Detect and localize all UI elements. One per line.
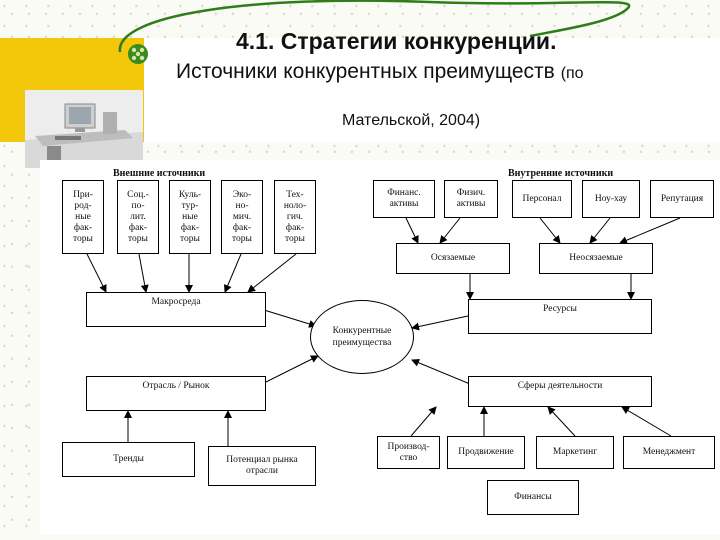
- computer-icon: [25, 90, 143, 168]
- industry-market-box: Отрасль / Рынок: [86, 376, 266, 411]
- factor-natural: При- род- ные фак- торы: [62, 180, 104, 254]
- intangible-box: Неосязаемые: [539, 243, 653, 274]
- factor-technological: Тех- ноло- гич. фак- торы: [274, 180, 316, 254]
- factor-physical-assets: Физич. активы: [444, 180, 498, 218]
- spheres-of-activity-box: Сферы деятельности: [468, 376, 652, 407]
- activity-marketing: Маркетинг: [536, 436, 614, 469]
- activity-production: Производ- ство: [377, 436, 440, 469]
- slide-subtitle: Источники конкурентных преимуществ (по: [176, 60, 716, 84]
- factor-socio-political: Соц.- по- лит. фак- торы: [117, 180, 159, 254]
- trends-box: Тренды: [62, 442, 195, 477]
- activity-management: Менеджмент: [623, 436, 715, 469]
- finance-box: Финансы: [487, 480, 579, 515]
- factor-financial-assets: Финанс. активы: [373, 180, 435, 218]
- internal-sources-header: Внутренние источники: [508, 168, 614, 179]
- subtitle-small: (по: [560, 65, 584, 82]
- decorative-curve: [118, 0, 631, 64]
- macro-environment-box: Макросреда: [86, 292, 266, 327]
- tangible-box: Осязаемые: [396, 243, 510, 274]
- external-sources-header: Внешние источники: [113, 168, 206, 179]
- factor-know-how: Ноу-хау: [582, 180, 640, 218]
- subtitle-main: Источники конкурентных преимуществ: [176, 60, 555, 83]
- activity-promotion: Продвижение: [447, 436, 525, 469]
- factor-cultural: Куль- тур- ные фак- торы: [169, 180, 211, 254]
- slide-subtitle-line2: Мательской, 2004): [342, 112, 481, 129]
- factor-economic: Эко- но- мич. фак- торы: [221, 180, 263, 254]
- workstation-photo: [25, 90, 143, 168]
- market-potential-box: Потенциал рынка отрасли: [208, 446, 316, 486]
- factor-personnel: Персонал: [512, 180, 572, 218]
- slide-title: 4.1. Стратегии конкуренции.: [236, 28, 557, 54]
- competitive-advantages-oval: Конкурентные преимущества: [310, 300, 414, 374]
- resources-box: Ресурсы: [468, 299, 652, 334]
- title-panel: [144, 38, 720, 142]
- factor-reputation: Репутация: [650, 180, 714, 218]
- bullet-icon: [128, 44, 148, 64]
